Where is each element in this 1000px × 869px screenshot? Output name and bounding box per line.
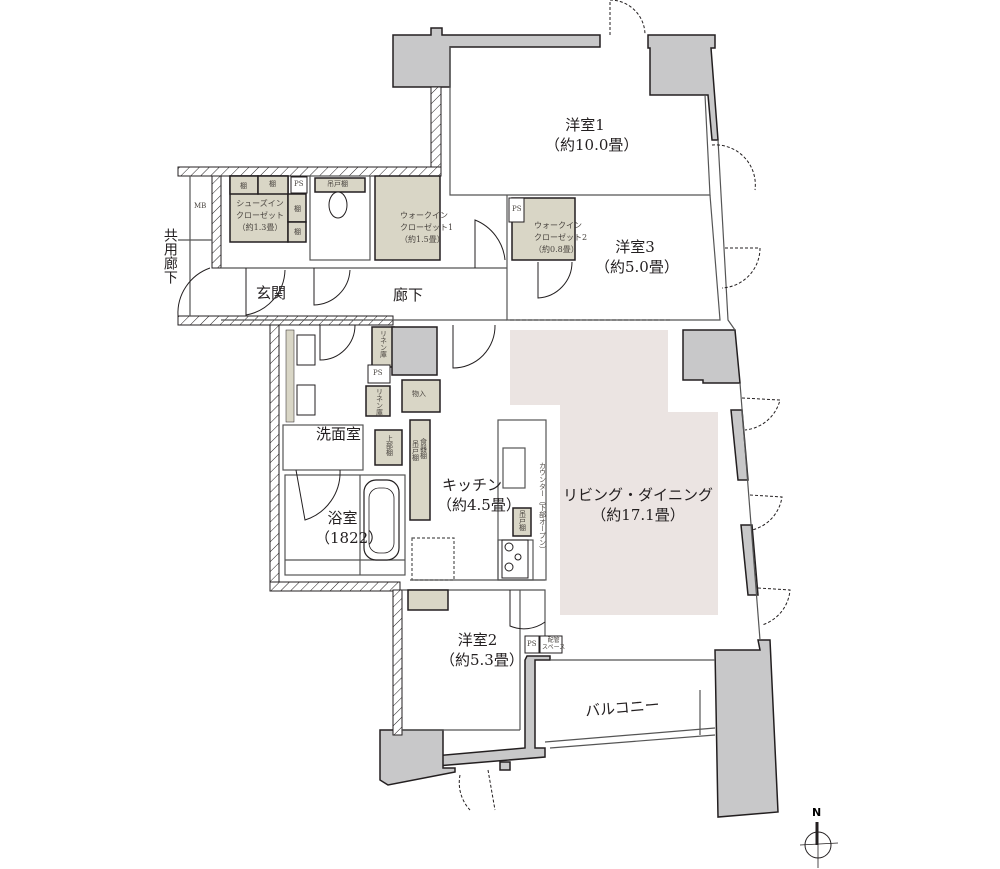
storage-room-label: 物入: [412, 390, 426, 398]
dish-upper-label: 吊戸棚: [411, 440, 420, 461]
upper-shelf-label: 上部棚: [385, 435, 394, 456]
wic2-line2: クローゼット2: [534, 233, 588, 242]
upper-cabinet-toilet: 吊戸棚: [327, 180, 348, 188]
room-western2-name: 洋室2: [457, 631, 498, 649]
room-western3: 洋室3 （約5.0畳）: [595, 237, 679, 278]
room-entrance: 玄関: [256, 284, 287, 302]
shelf-label-1: 棚: [240, 182, 247, 190]
room-bath-name: 浴室: [327, 509, 358, 527]
ldk-highlight: [510, 330, 718, 615]
door-swings: [177, 219, 573, 630]
room-western3-area: （約5.0畳）: [595, 258, 679, 277]
common-corridor-label: 共用廊下: [161, 228, 178, 284]
wic2-area: （約0.8畳）: [534, 245, 579, 254]
north-compass-icon: [799, 822, 839, 868]
shoes-in-closet-area: （約1.3畳）: [237, 223, 283, 232]
shaft-gray: [391, 326, 438, 376]
stove: [501, 539, 529, 579]
wic1-shape: [374, 175, 441, 261]
wic2-label: ウォークイン クローゼット2 （約0.8畳）: [534, 220, 588, 256]
shelf-label-2: 棚: [269, 180, 276, 188]
room-ldk-name: リビング・ダイニング: [563, 486, 714, 504]
shelf-label-4: 棚: [294, 228, 301, 236]
shoes-in-closet-label: シューズイン クローゼット （約1.3畳）: [232, 198, 288, 234]
bathtub: [363, 479, 400, 561]
room-western1-name: 洋室1: [565, 116, 605, 134]
wic1-label: ウォークイン クローゼット1 （約1.5畳）: [400, 210, 454, 246]
room-western1-area: （約10.0畳）: [545, 136, 639, 155]
piping-space-label: 配管 スペース: [542, 637, 565, 651]
piping-space-line1: 配管: [547, 637, 560, 644]
room-western1: 洋室1 （約10.0畳）: [545, 115, 639, 156]
shelf-label-3: 棚: [294, 205, 301, 213]
room-hallway: 廊下: [393, 286, 424, 304]
ps-label-3: PS: [373, 369, 383, 377]
exterior-doors: [458, 0, 791, 811]
room-western3-name: 洋室3: [615, 238, 655, 256]
room-kitchen-area: （約4.5畳）: [437, 496, 521, 515]
storage-units: [229, 175, 576, 611]
toilet: [328, 191, 348, 219]
mb-label: MB: [194, 202, 207, 210]
room-bath-area: （1822）: [315, 529, 384, 548]
wic2-line1: ウォークイン: [534, 221, 582, 230]
shoes-in-closet-line2: クローゼット: [236, 211, 284, 220]
utility-boxes: [290, 176, 563, 654]
linen-label-1: リネン庫: [379, 330, 388, 358]
wic1-line2: クローゼット1: [400, 223, 454, 232]
interior-walls: [178, 47, 761, 749]
ps-label-2: PS: [512, 205, 522, 213]
room-ldk-area: （約17.1畳）: [591, 506, 685, 525]
room-ldk: リビング・ダイニング （約17.1畳）: [563, 485, 713, 526]
structural-walls: [379, 27, 779, 818]
room-kitchen-name: キッチン: [441, 476, 502, 494]
room-kitchen: キッチン （約4.5畳）: [437, 475, 521, 516]
wic1-area: （約1.5畳）: [400, 235, 445, 244]
piping-space-line2: スペース: [542, 644, 566, 652]
room-washroom: 洗面室: [316, 425, 362, 443]
room-western2: 洋室2 （約5.3畳）: [440, 630, 524, 671]
dish-cabinet-label: 食器棚: [419, 438, 428, 459]
shoes-in-closet-line1: シューズイン: [236, 199, 284, 208]
room-bath: 浴室 （1822）: [315, 508, 384, 549]
kitchen-upper-label: 吊戸棚: [518, 510, 527, 531]
ps-label-4: PS: [527, 640, 537, 648]
compass-north-label: N: [812, 806, 822, 819]
wic1-line1: ウォークイン: [400, 211, 448, 220]
counter-label: カウンター（下部オープン）: [538, 462, 547, 553]
room-western2-area: （約5.3畳）: [440, 651, 524, 670]
ps-label-1: PS: [294, 180, 304, 188]
linen-label-2: リネン庫: [375, 388, 384, 416]
